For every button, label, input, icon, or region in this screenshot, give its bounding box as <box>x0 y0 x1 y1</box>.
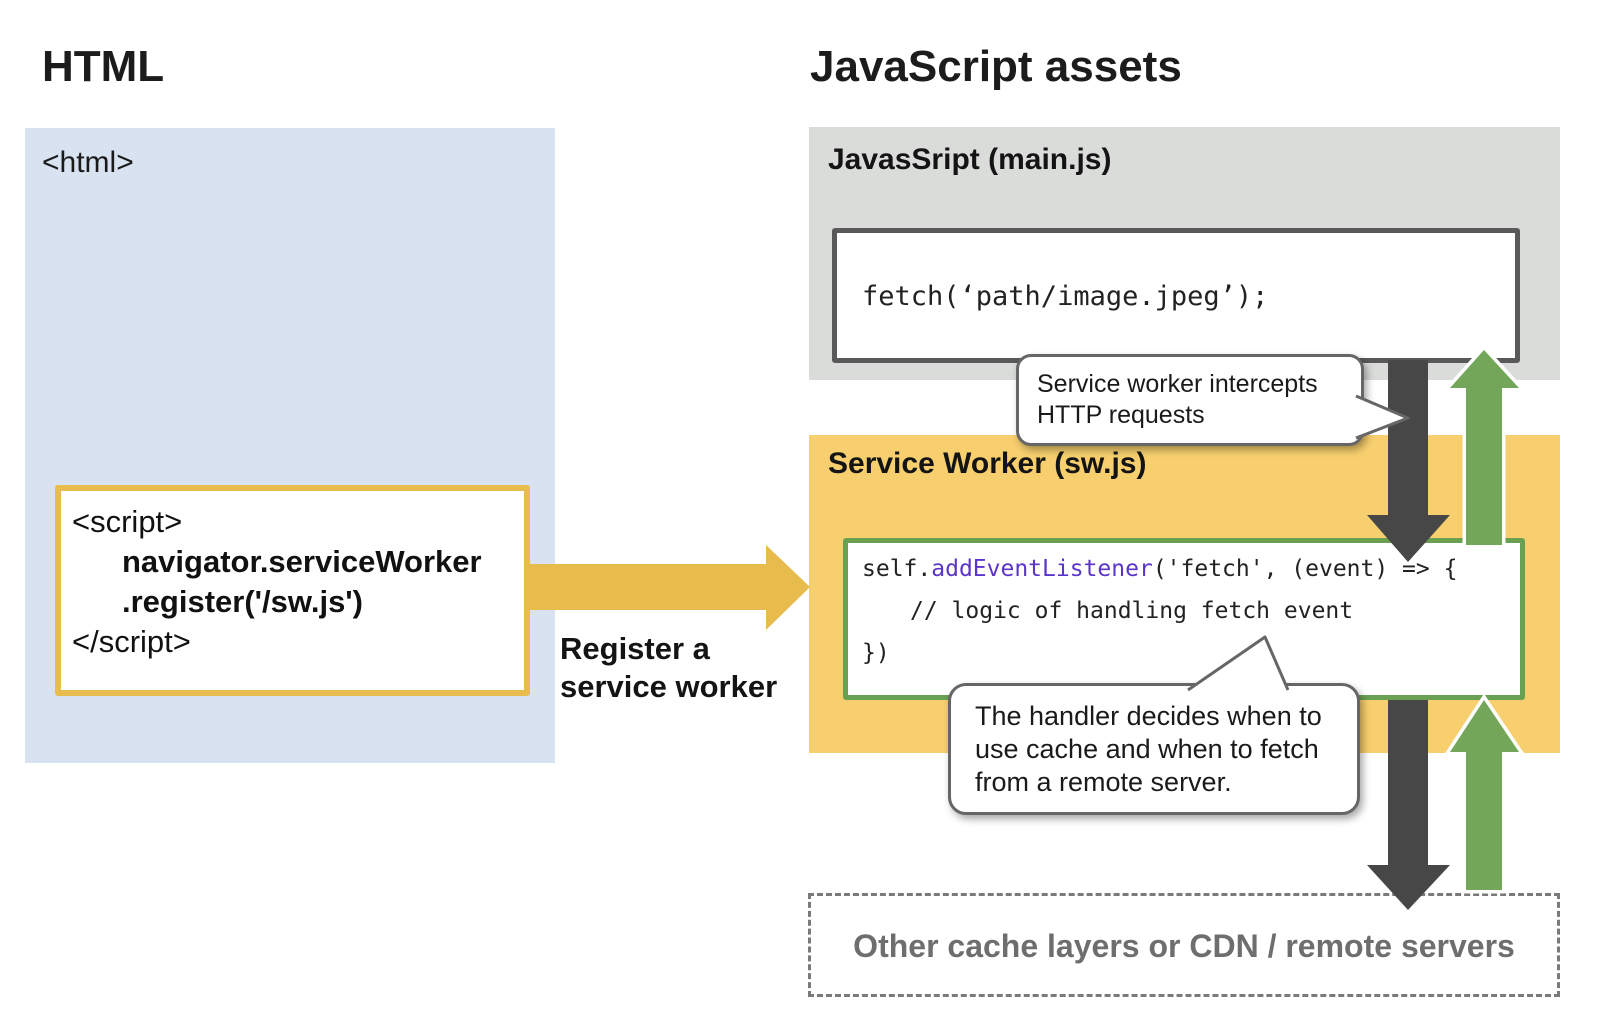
sw-code-line-1: self.addEventListener('fetch', (event) =… <box>862 556 1458 582</box>
cache-layers-box: Other cache layers or CDN / remote serve… <box>808 893 1560 997</box>
register-script-code: <script> navigator.serviceWorker .regist… <box>72 502 482 662</box>
add-event-listener-keyword: addEventListener <box>931 556 1153 582</box>
javascript-assets-heading: JavaScript assets <box>810 42 1182 91</box>
register-right-arrow <box>528 545 810 630</box>
fetch-code-box <box>832 228 1520 363</box>
script-open-tag: <script> <box>72 504 183 539</box>
intercept-callout-bubble: Service worker intercepts HTTP requests <box>1016 354 1364 446</box>
handler-callout-text: The handler decides when to use cache an… <box>975 701 1322 797</box>
fetch-code-line: fetch(‘path/image.jpeg’); <box>862 281 1269 312</box>
html-heading: HTML <box>42 42 165 91</box>
service-worker-panel-title: Service Worker (sw.js) <box>828 447 1147 480</box>
sw-code-line-3: }) <box>862 640 890 666</box>
script-close-tag: </script> <box>72 624 191 659</box>
html-tag-label: <html> <box>42 146 134 179</box>
sw-code-line-2: // logic of handling fetch event <box>910 598 1354 624</box>
handler-callout-bubble: The handler decides when to use cache an… <box>948 683 1360 815</box>
main-js-panel-title: JavasSript (main.js) <box>828 143 1112 176</box>
script-code-line-1: navigator.serviceWorker <box>122 544 482 579</box>
register-arrow-label: Register a service worker <box>560 631 778 704</box>
register-script-box <box>55 485 530 696</box>
script-code-line-2: .register('/sw.js') <box>122 584 364 619</box>
intercept-callout-text: Service worker intercepts HTTP requests <box>1037 370 1318 429</box>
cache-layers-label: Other cache layers or CDN / remote serve… <box>853 928 1515 964</box>
